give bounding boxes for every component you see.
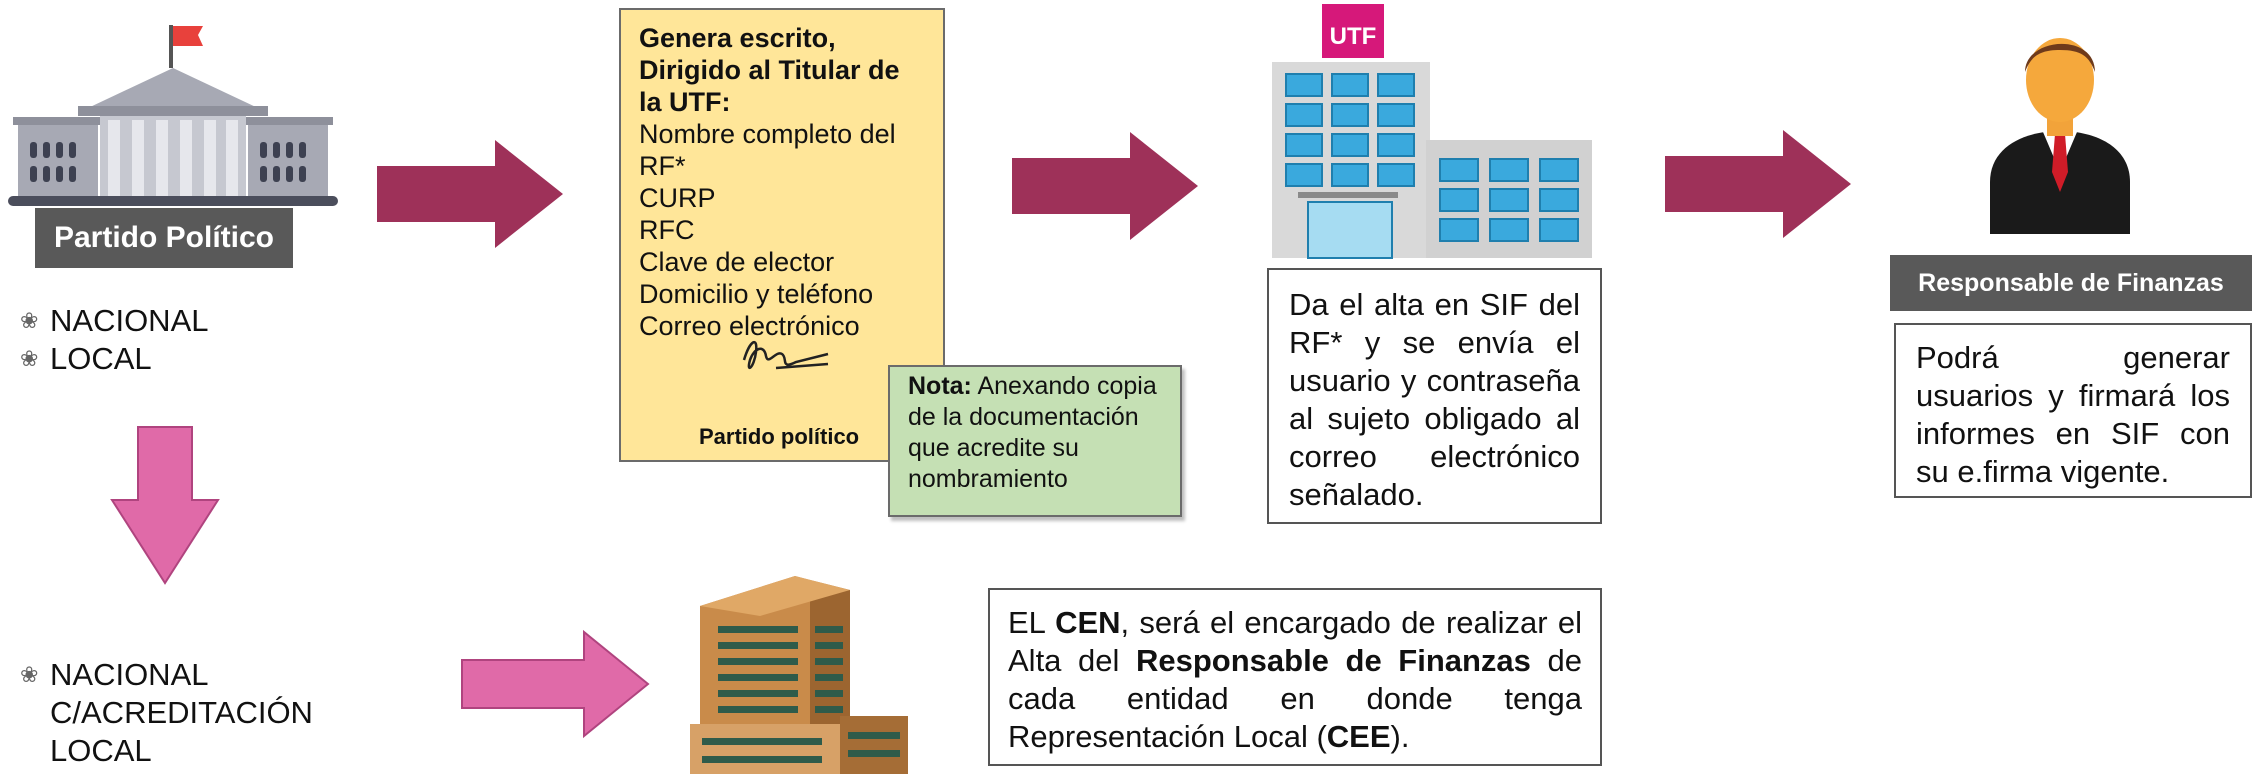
right-arrow-pink [461, 629, 650, 739]
responsable-description-box: Podrá generar usuarios y firmará los inf… [1894, 323, 2252, 498]
document-item: Domicilio y teléfono [639, 279, 874, 309]
utf-description: Da el alta en SIF del RF* y se envía el … [1289, 287, 1580, 512]
document-heading-line: la UTF: [639, 87, 731, 117]
down-arrow [110, 426, 220, 585]
cee-bold: CEE [1326, 719, 1391, 754]
document-item: RF* [639, 151, 686, 181]
utf-description-box: Da el alta en SIF del RF* y se envía el … [1267, 268, 1602, 524]
note-title: Nota: [908, 372, 972, 400]
document-footer: Partido político [699, 424, 860, 449]
office-building-icon: UTF [1272, 4, 1592, 259]
document-item: Correo electrónico [639, 311, 860, 341]
cen-bold: CEN [1055, 605, 1121, 640]
bullet-icon: ❀ [20, 346, 39, 371]
note-text: Anexando copia de la documentación que a… [908, 372, 1157, 493]
document-item: Nombre completo del [639, 119, 896, 149]
document-heading-line: Genera escrito, [639, 23, 836, 53]
bullet-icon: ❀ [20, 662, 39, 687]
document-heading-line: Dirigido al Titular de [639, 55, 900, 85]
party-label: Partido Político [35, 208, 293, 268]
responsable-label: Responsable de Finanzas [1890, 255, 2252, 311]
government-building-icon [8, 25, 338, 206]
bullet-icon: ❀ [20, 308, 39, 333]
responsable-description: Podrá generar usuarios y firmará los inf… [1916, 340, 2230, 489]
person-icon [1990, 38, 2130, 234]
utf-logo-text: UTF [1330, 23, 1377, 50]
list-item: ❀NACIONAL [20, 657, 209, 692]
document-item: CURP [639, 183, 716, 213]
right-arrow-3 [1665, 130, 1851, 238]
right-arrow-2 [1012, 132, 1198, 240]
party-level-list-bottom: ❀NACIONAL C/ACREDITACIÓN LOCAL [20, 656, 313, 770]
cen-description-box: EL CEN, será el encargado de realizar el… [988, 588, 1602, 766]
party-level-list-top: ❀NACIONAL ❀LOCAL [20, 302, 208, 378]
responsable-bold: Responsable de Finanzas [1135, 643, 1531, 678]
list-item: ❀LOCAL [20, 341, 152, 376]
right-arrow-1 [377, 140, 563, 248]
list-item: LOCAL [50, 733, 152, 768]
list-item: ❀NACIONAL [20, 303, 209, 338]
state-building-icon [690, 576, 908, 774]
signature-icon [742, 340, 829, 370]
note-box: Nota: Anexando copia de la documentación… [888, 365, 1182, 517]
list-item: C/ACREDITACIÓN [50, 695, 313, 730]
document-item: RFC [639, 215, 695, 245]
document-item: Clave de elector [639, 247, 835, 277]
